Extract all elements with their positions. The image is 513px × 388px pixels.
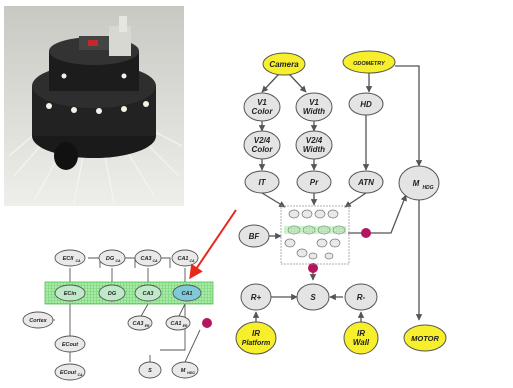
ir-wall-line2: Wall: [353, 338, 370, 347]
hippo-mhdg-label: M: [181, 368, 186, 374]
camera-label: Camera: [269, 60, 299, 69]
value-modulator-dot: [308, 263, 318, 273]
ir-wall-line1: IR: [357, 329, 365, 338]
edge-camera-v1color: [262, 74, 279, 92]
s-label: S: [310, 293, 316, 302]
ecout-label: ECout: [62, 342, 79, 348]
value-modulator-dot: [202, 318, 212, 328]
mhdg-label: M: [413, 179, 420, 188]
hd-label: HD: [360, 100, 372, 109]
ca3-mid-label: CA3: [142, 291, 153, 297]
v24-color-line2: Color: [252, 145, 274, 154]
dg-top-label: DG: [106, 256, 115, 262]
value-modulator-dot: [361, 228, 371, 238]
rplus-label: R+: [251, 293, 262, 302]
it-label: IT: [258, 178, 266, 187]
ecii-label: ECII: [63, 256, 74, 262]
ca1-mid-label: CA1: [181, 291, 192, 297]
ecii-subscript: CA: [75, 259, 81, 263]
motor-label: MOTOR: [411, 334, 439, 343]
bf-label: BF: [249, 232, 261, 241]
edge-atn-hippo: [345, 193, 366, 207]
ca1-top-label: CA1: [177, 256, 188, 262]
v1-width-line1: V1: [309, 98, 319, 107]
hippocampus-mini-schematic: [281, 206, 349, 264]
dg-mid-label: DG: [108, 291, 117, 297]
atn-label: ATN: [357, 178, 374, 187]
ca3-top-subscript: CA: [152, 259, 158, 263]
edge-camera-v1width: [289, 74, 306, 92]
edge-it-bf: [262, 193, 285, 207]
ca3-bottom-subscript: ER: [145, 324, 150, 328]
ir-platform-line2: Platform: [242, 340, 270, 347]
mhdg-subscript: HDG: [422, 185, 433, 191]
ecin-label: ECin: [64, 291, 77, 297]
zoom-arrow: [190, 210, 236, 278]
hippo-s-label: S: [148, 368, 152, 374]
v24-width-line1: V2/4: [306, 136, 323, 145]
rminus-label: R-: [357, 293, 366, 302]
v1-color-line1: V1: [257, 98, 267, 107]
edge-hippo-mhdg: [348, 195, 406, 233]
odometry-label: ODOMETRY: [353, 61, 386, 67]
dg-top-subscript: CA: [115, 259, 121, 263]
edge-odometry-mhdg: [395, 66, 419, 166]
v24-width-line2: Width: [303, 145, 325, 154]
hippo-mhdg-subscript: HDG: [187, 371, 195, 375]
ca1-bottom-label: CA1: [170, 321, 181, 327]
ca1-top-subscript: CA: [189, 259, 195, 263]
ca3-bottom-label: CA3: [132, 321, 143, 327]
ecout-bottom-label: ECout: [60, 370, 77, 376]
ir-platform-node: [236, 322, 276, 354]
pr-label: Pr: [310, 178, 319, 187]
v1-width-line2: Width: [303, 107, 325, 116]
v1-color-line2: Color: [252, 107, 274, 116]
ca1-bottom-subscript: ER: [183, 324, 188, 328]
ecout-bottom-subscript: CA: [77, 373, 83, 377]
cortex-label: Cortex: [29, 318, 47, 324]
ir-platform-line1: IR: [252, 329, 260, 338]
ca3-top-label: CA3: [140, 256, 151, 262]
v24-color-line1: V2/4: [254, 136, 271, 145]
